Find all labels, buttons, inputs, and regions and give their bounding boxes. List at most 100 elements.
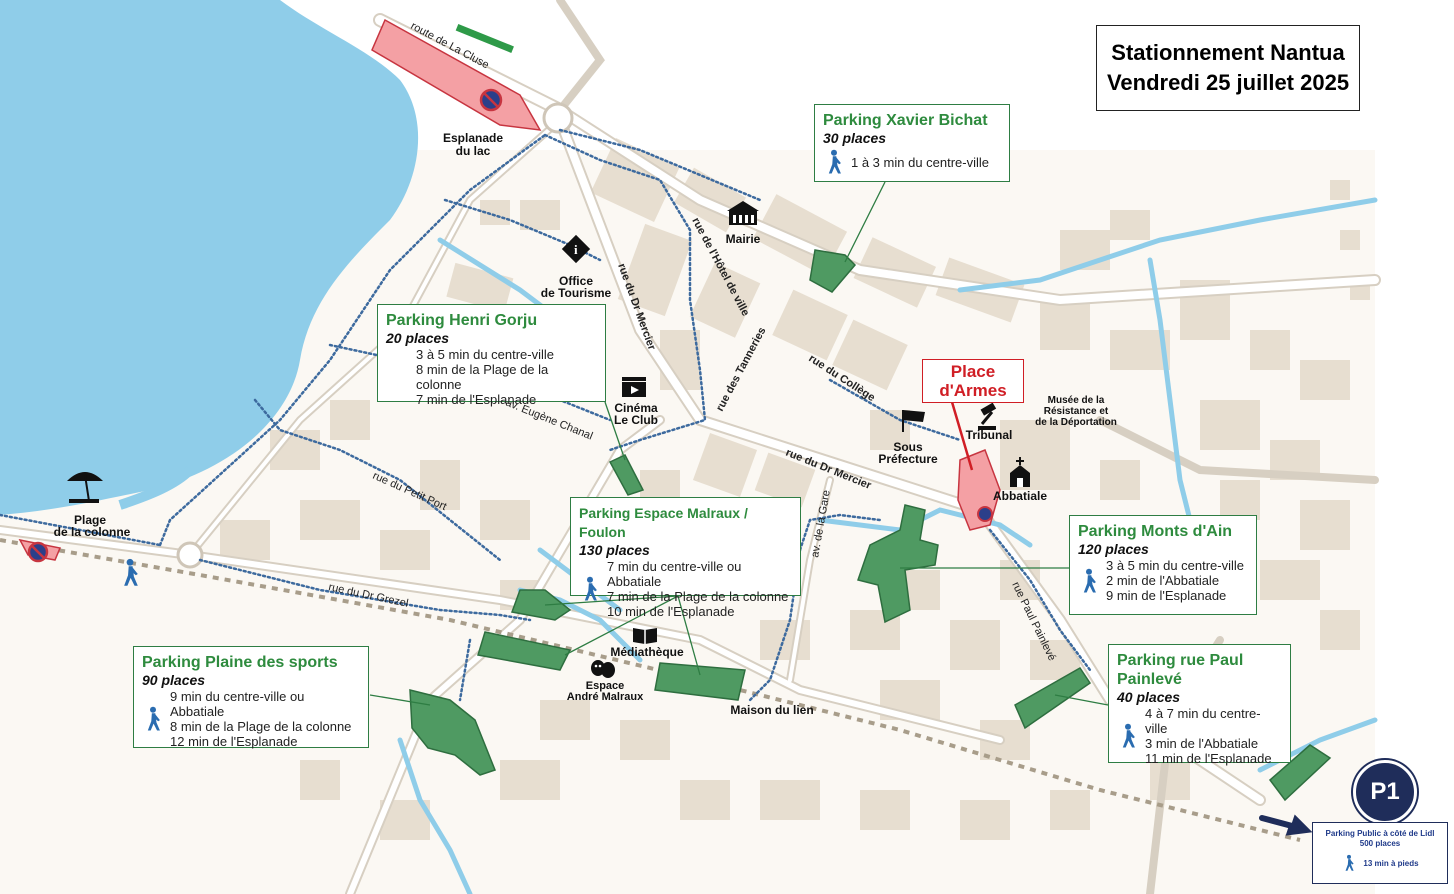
espace-malraux-label-2: André Malraux [567,691,644,703]
tribunal-label: Tribunal [966,428,1013,442]
parking-plaine-places: 90 places [142,672,206,688]
walker-icon [1083,568,1096,593]
walker-icon [1345,854,1355,871]
walker-icon [828,149,841,174]
plage-label-1: Plage [74,513,106,527]
parking-xavier-area [809,249,857,293]
parking-gorju-name: Parking Henri Gorju [386,312,538,329]
parking-gorju-box: Parking Henri Gorju 20 places 3 à 5 min … [377,304,606,407]
musee-label-2: Résistance et [1044,406,1109,417]
parking-monts-line-1: 3 à 5 min du centre-ville [1106,558,1245,573]
plage-no-parking [18,538,62,563]
parking-gorju-line-2: 8 min de la Plage de la colonne [416,362,549,392]
cinema-label-2: Le Club [614,413,658,427]
svg-text:i: i [574,242,578,257]
title-line-1: Stationnement Nantua [1111,40,1345,65]
buildings [220,138,1370,840]
roundabout-west [176,541,204,569]
tribunal-gavel-icon [978,402,997,430]
cinema-label-1: Cinéma [614,401,658,415]
mediatheque-label: Médiathèque [610,645,684,659]
lake-shore [118,466,194,510]
parking-malraux-name: Parking Espace Malraux / Foulon [579,505,748,540]
parking-painleve-line-3: 11 min de l'Esplanade [1145,751,1272,766]
sous-prefecture-flag-icon [902,410,925,432]
p1-direction-arrow [1259,814,1313,836]
maison-lien-label: Maison du lien [730,703,813,717]
office-label-1: Office [559,274,593,288]
p1-line-1: Parking Public à côté de Lidl [1325,829,1435,838]
parking-monts-line-3: 9 min de l'Esplanade [1106,588,1227,603]
parking-gorju-line-3: 7 min de l'Esplanade [416,392,537,407]
walker-icon [147,706,160,731]
walker-icon [1122,723,1135,748]
p1-line-2: 500 places [1359,839,1401,848]
parking-plaine-box: Parking Plaine des sports 90 places 9 mi… [133,646,369,749]
parking-malraux-area-2 [477,631,572,671]
parking-painleve-area [1014,667,1092,730]
plage-label-2: de la colonne [54,525,131,539]
parking-xavier-box: Parking Xavier Bichat 30 places 1 à 3 mi… [814,104,1010,182]
parking-malraux-line-3: 10 min de l'Esplanade [607,604,735,619]
parking-monts-box: Parking Monts d'Ain 120 places 3 à 5 min… [1069,515,1257,615]
theatre-masks-icon [591,660,615,678]
place-armes-line-1: Place [950,362,996,381]
office-label-2: de Tourisme [541,286,612,300]
title-line-2: Vendredi 25 juillet 2025 [1106,70,1350,95]
railway [0,538,1301,842]
parking-painleve-line-2: 3 min de l'Abbatiale [1145,736,1259,751]
parking-gorju-area [608,454,645,496]
abbatiale-church-icon [1010,457,1030,487]
sous-prefecture-label-2: Préfecture [878,452,938,466]
parking-monts-line-2: 2 min de l'Abbatiale [1106,573,1220,588]
esplanade-label-2: du lac [456,144,491,158]
parking-painleve-box: Parking rue Paul Painlevé 40 places 4 à … [1108,644,1291,766]
place-armes-pointer [950,401,974,471]
abbatiale-label: Abbatiale [993,489,1047,503]
green-marker-cluse [455,23,514,53]
parking-xavier-places: 30 places [823,130,887,146]
roundabout-north [542,102,574,134]
musee-label-3: de la Déportation [1035,417,1117,428]
musee-label-1: Musée de la [1048,395,1105,406]
cinema-icon [622,377,646,397]
parking-painleve-line-1: 4 à 7 min du centre-ville [1145,706,1261,736]
map-title-box: Stationnement Nantua Vendredi 25 juillet… [1096,25,1360,111]
parking-malraux-places: 130 places [579,542,650,558]
p1-line-3: 13 min à pieds [1363,858,1419,868]
parking-malraux-line-2: 7 min de la Plage de la colonne [607,589,789,604]
leader-lines [369,181,1109,706]
p1-lidl-box: Parking Public à côté de Lidl 500 places… [1312,822,1448,884]
lake-nantua [0,0,419,515]
parking-malraux-area-3 [654,662,746,701]
parking-painleve-name-1: Parking rue Paul [1117,652,1244,669]
parking-monts-area [857,504,939,624]
parking-lidl-area [1268,744,1332,802]
parking-painleve-places: 40 places [1117,689,1181,705]
parking-malraux-area-1 [510,589,572,621]
place-armes-box: Place d'Armes [922,359,1024,403]
p1-badge-label: P1 [1370,778,1400,805]
walker-icon [584,576,597,601]
parking-gorju-places: 20 places [386,330,450,346]
mairie-label: Mairie [726,232,761,246]
parking-plaine-line-2: 8 min de la Plage de la colonne [170,719,352,734]
parking-plaine-line-3: 12 min de l'Esplanade [170,734,298,749]
parking-plaine-area [409,689,496,776]
mairie-icon [727,201,759,225]
parking-plaine-line-1: 9 min du centre-ville ou Abbatiale [170,689,305,719]
parking-monts-name: Parking Monts d'Ain [1078,523,1233,540]
parking-painleve-name-2: Painlevé [1117,671,1182,688]
parking-malraux-box: Parking Espace Malraux / Foulon 130 plac… [570,497,801,619]
parking-malraux-line-1: 7 min du centre-ville ou Abbatiale [607,559,742,589]
parking-plaine-name: Parking Plaine des sports [142,654,338,671]
parking-xavier-line: 1 à 3 min du centre-ville [851,154,990,170]
espace-malraux-label-1: Espace [586,680,625,692]
p1-badge: P1 [1353,760,1417,824]
sous-prefecture-label-1: Sous [893,440,923,454]
mediatheque-book-icon [633,628,657,644]
parking-xavier-name: Parking Xavier Bichat [823,112,988,129]
place-armes-line-2: d'Armes [939,381,1007,400]
parking-monts-places: 120 places [1078,541,1149,557]
esplanade-label-1: Esplanade [443,131,503,145]
